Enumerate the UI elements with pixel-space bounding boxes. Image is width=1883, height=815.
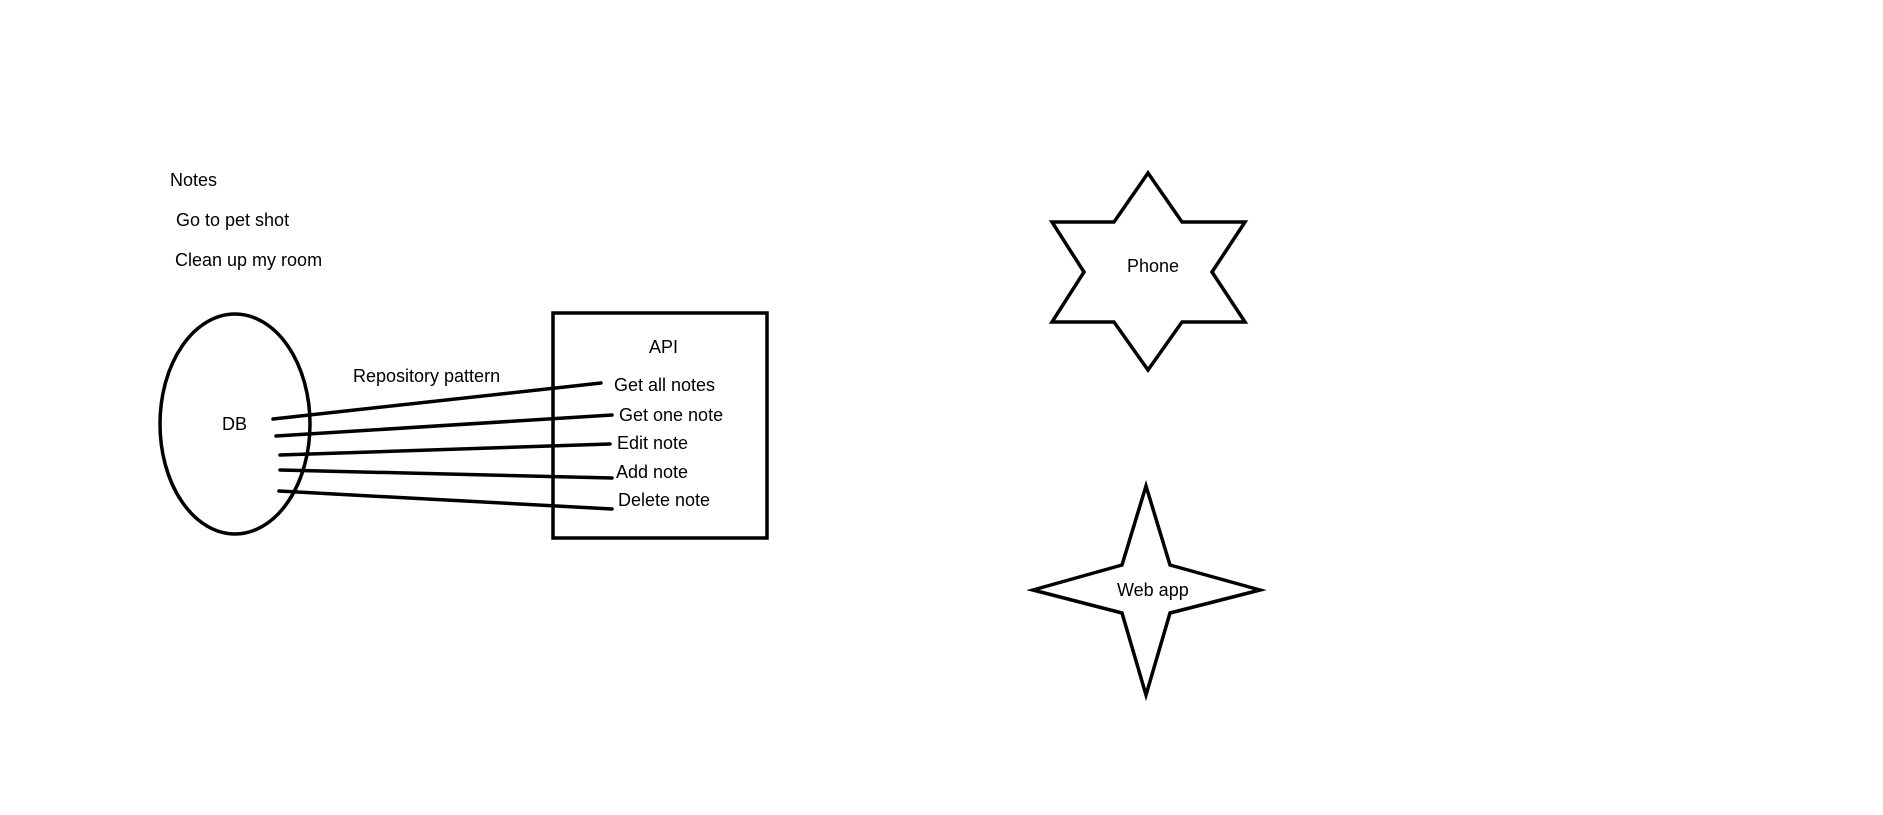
notes-item: Clean up my room <box>175 250 322 270</box>
api-box <box>551 311 769 540</box>
phone-label: Phone <box>1127 256 1179 276</box>
database-node: DB <box>158 312 312 536</box>
connector-line <box>274 413 614 438</box>
connector-line <box>278 468 614 480</box>
api-node: API Get all notes Get one note Edit note… <box>551 311 769 540</box>
api-title: API <box>649 337 678 357</box>
web-app-star-shape <box>1026 479 1267 702</box>
connector-line <box>277 489 614 511</box>
database-label: DB <box>222 414 247 434</box>
endpoint-label: Get all notes <box>614 375 715 395</box>
notes-item: Go to pet shot <box>176 210 289 230</box>
endpoint-label: Delete note <box>618 490 710 510</box>
connector-lines <box>271 381 614 511</box>
endpoint-label: Edit note <box>617 433 688 453</box>
web-app-label: Web app <box>1117 580 1189 600</box>
phone-star-shape <box>1048 169 1249 374</box>
phone-node: Phone <box>1048 169 1249 374</box>
endpoint-label: Add note <box>616 462 688 482</box>
database-ellipse <box>158 312 312 536</box>
web-app-node: Web app <box>1026 479 1267 702</box>
connector-line <box>278 442 612 457</box>
repository-pattern-label: Repository pattern <box>353 366 500 386</box>
endpoint-label: Get one note <box>619 405 723 425</box>
notes-title: Notes <box>170 170 217 190</box>
connector-line <box>271 381 603 421</box>
notes-list: Notes Go to pet shot Clean up my room <box>170 170 322 270</box>
